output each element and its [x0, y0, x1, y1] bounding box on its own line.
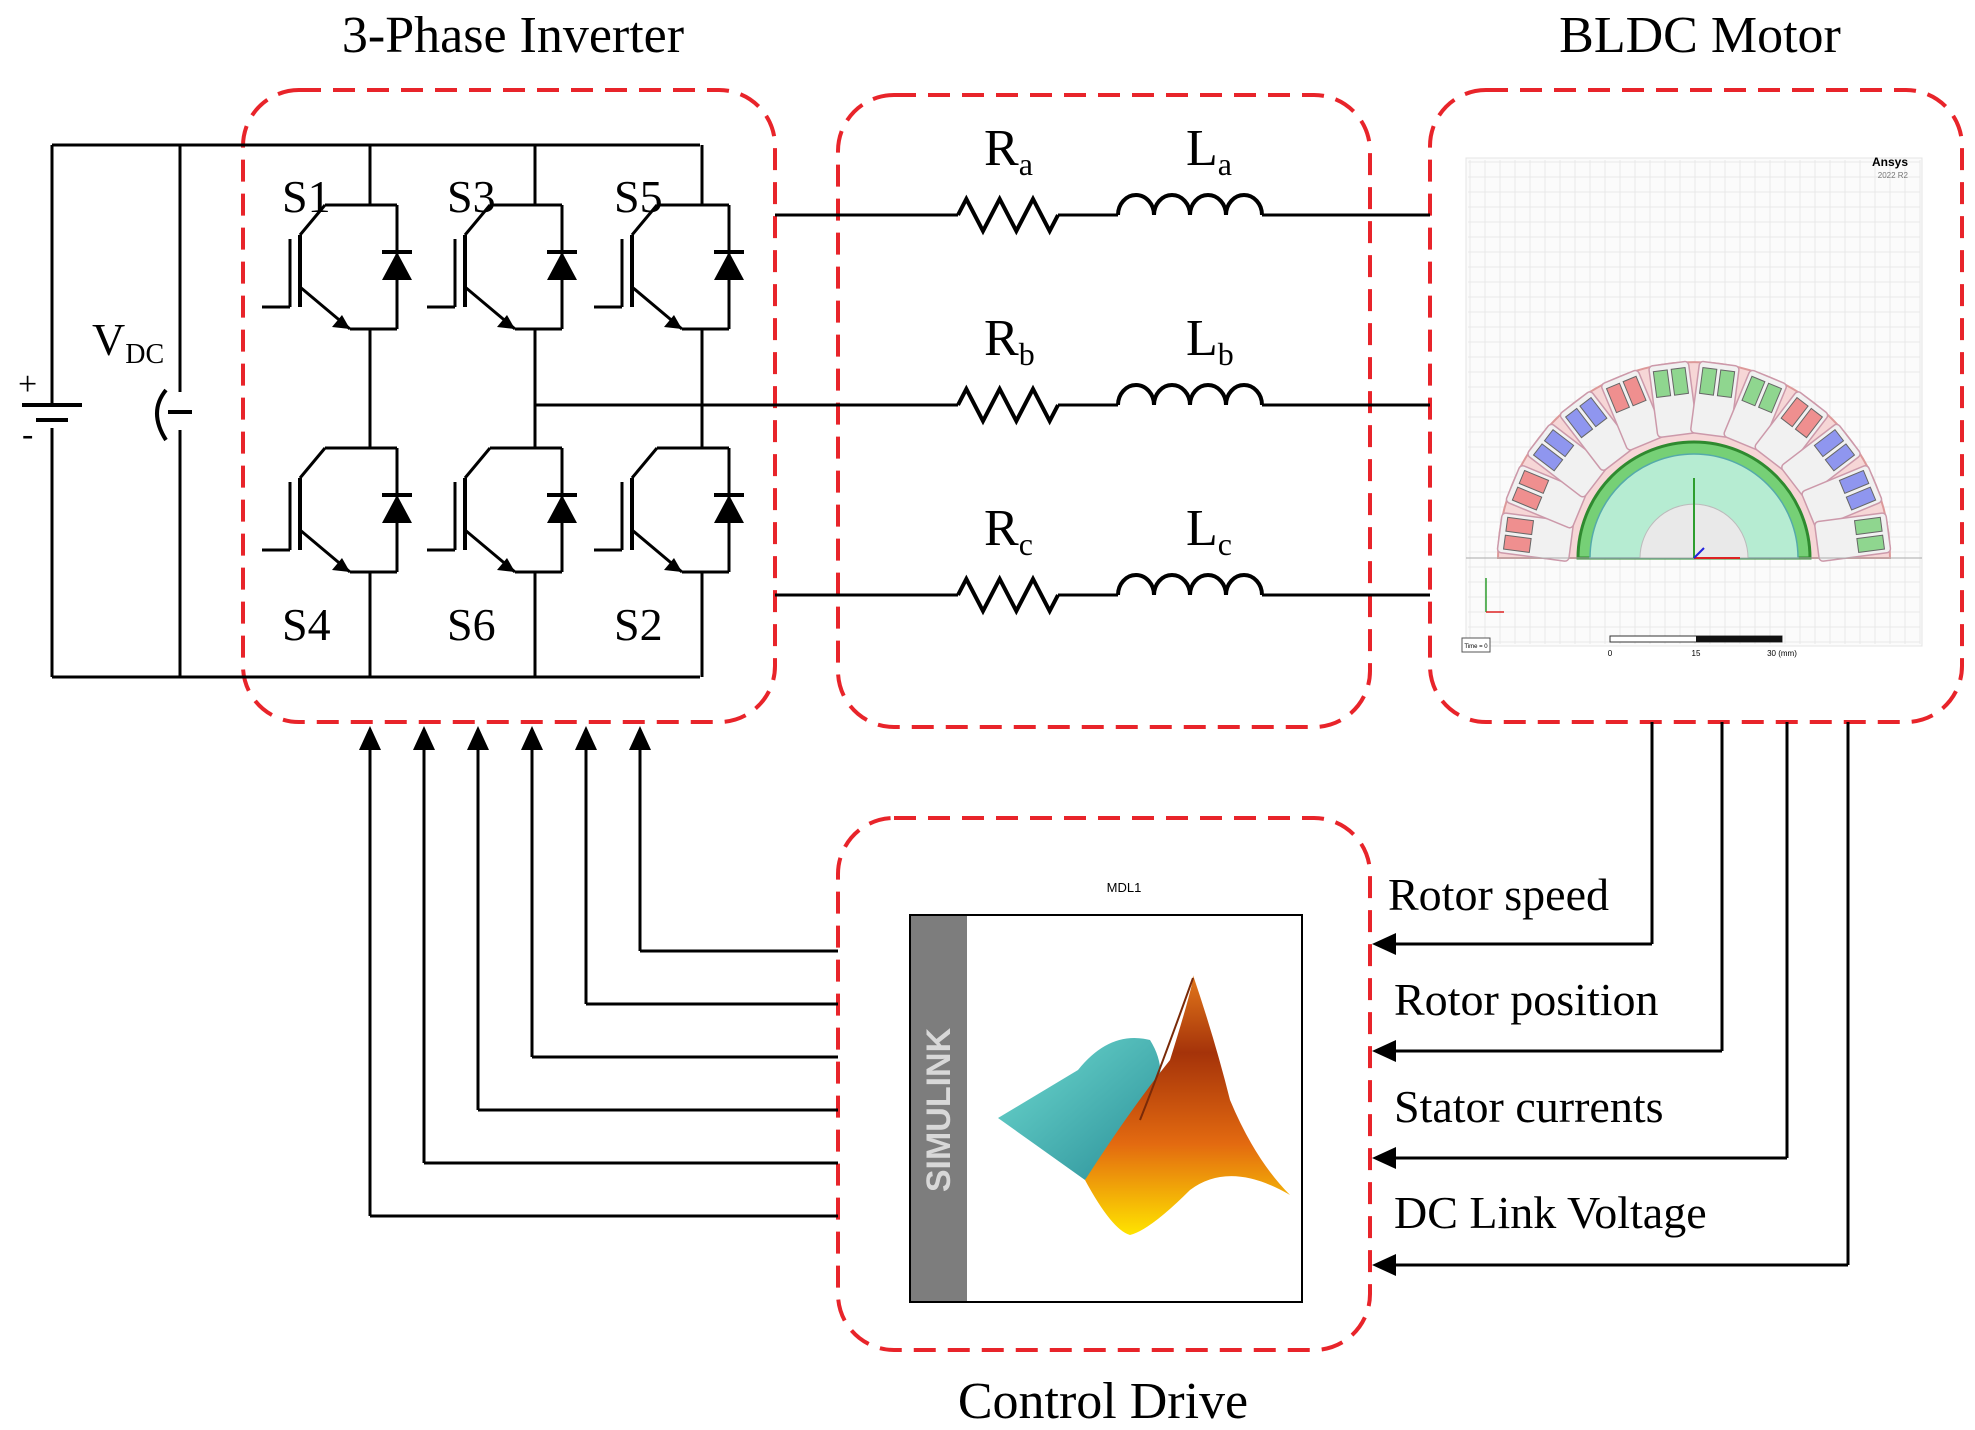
vdc-label: VDC — [92, 314, 164, 370]
stator-slot — [1723, 369, 1788, 451]
switch-s4 — [262, 390, 412, 677]
feedback-label: Rotor speed — [1388, 869, 1609, 920]
scale-label-15: 15 — [1692, 649, 1701, 658]
resistor-a — [956, 194, 1060, 236]
scale-label-30: 30 (mm) — [1767, 649, 1797, 658]
gate-signal-line — [413, 726, 838, 1165]
dc-source: + - VDC — [18, 143, 700, 679]
switch-label-s2: S2 — [614, 599, 663, 650]
stator-slot — [1801, 464, 1883, 529]
inductor-b — [1116, 383, 1264, 406]
battery-plus: + — [18, 366, 37, 403]
phase-line-a: Ra La — [775, 120, 1430, 236]
control-boundary — [836, 816, 1372, 1352]
feedback-label: Stator currents — [1394, 1081, 1664, 1132]
switch-label-s3: S3 — [447, 171, 496, 222]
motor-title: BLDC Motor — [1559, 7, 1841, 64]
ansys-version: 2022 R2 — [1878, 171, 1909, 180]
stator-slot — [1600, 369, 1665, 451]
simulink-caption: MDL1 — [1107, 880, 1142, 895]
stator-slot — [1559, 391, 1634, 471]
stator-slot — [1754, 391, 1829, 471]
resistor-label-c: Rc — [984, 500, 1033, 562]
inductor-label-c: Lc — [1186, 500, 1232, 562]
resistor-label-b: Rb — [984, 310, 1035, 372]
stator-slot — [1648, 360, 1698, 438]
feedback-line-dc-link-voltage: DC Link Voltage — [1372, 722, 1850, 1276]
resistor-label-a: Ra — [984, 120, 1033, 182]
simulink-banner-text: SIMULINK — [920, 1027, 958, 1192]
ansys-brand: Ansys — [1872, 155, 1908, 169]
inductor-c — [1116, 573, 1264, 596]
inductor-label-a: La — [1186, 120, 1232, 182]
gate-signal-line — [359, 726, 838, 1218]
switch-s5 — [594, 147, 744, 405]
scale-label-0: 0 — [1608, 649, 1613, 658]
feedback-label: DC Link Voltage — [1394, 1187, 1707, 1238]
inverter-title: 3-Phase Inverter — [342, 7, 684, 64]
switch-s3 — [427, 147, 577, 405]
stator-slot — [1690, 360, 1740, 438]
feedback-line-rotor-speed: Rotor speed — [1372, 722, 1654, 955]
stator-slot — [1496, 512, 1574, 562]
gate-signal-line — [467, 726, 838, 1112]
inductor-a — [1116, 193, 1264, 216]
resistor-c — [956, 574, 1060, 616]
switch-s2 — [594, 390, 744, 677]
feedback-line-stator-currents: Stator currents — [1372, 722, 1789, 1169]
inductor-label-b: Lb — [1186, 310, 1234, 372]
gate-signal-bus — [359, 726, 838, 1218]
phase-line-c: Rc Lc — [775, 500, 1430, 616]
time-label: Time = 0 — [1464, 644, 1488, 650]
switch-label-s6: S6 — [447, 599, 496, 650]
feedback-line-rotor-position: Rotor position — [1372, 722, 1724, 1062]
phase-line-b: Rb Lb — [535, 310, 1430, 426]
resistor-b — [956, 384, 1060, 426]
membrane-peak — [1085, 975, 1290, 1235]
stator-slot — [1781, 423, 1861, 498]
membrane-teal — [998, 1038, 1161, 1180]
stator-slot — [1505, 464, 1587, 529]
switch-label-s1: S1 — [282, 171, 331, 222]
control-title: Control Drive — [958, 1373, 1248, 1430]
simulink-banner — [911, 916, 967, 1301]
gate-signal-line — [521, 726, 838, 1059]
simulink-logo: MDL1 SIMULINK — [909, 880, 1303, 1303]
feedback-label: Rotor position — [1394, 974, 1659, 1025]
battery-minus: - — [22, 416, 33, 453]
stator-slot — [1814, 512, 1892, 562]
switch-label-s4: S4 — [282, 599, 331, 650]
stator-slot — [1527, 423, 1607, 498]
motor-fem-view: Ansys 2022 R2 Time = 0 0 15 30 (mm) — [1461, 155, 1923, 658]
impedance-boundary — [836, 93, 1372, 729]
gate-signal-line — [575, 726, 838, 1006]
capacitor-plate-curved — [155, 388, 168, 442]
switch-s6 — [427, 390, 577, 677]
stator-slots — [1496, 360, 1892, 562]
switch-label-s5: S5 — [614, 171, 663, 222]
gate-signal-line — [629, 726, 838, 953]
